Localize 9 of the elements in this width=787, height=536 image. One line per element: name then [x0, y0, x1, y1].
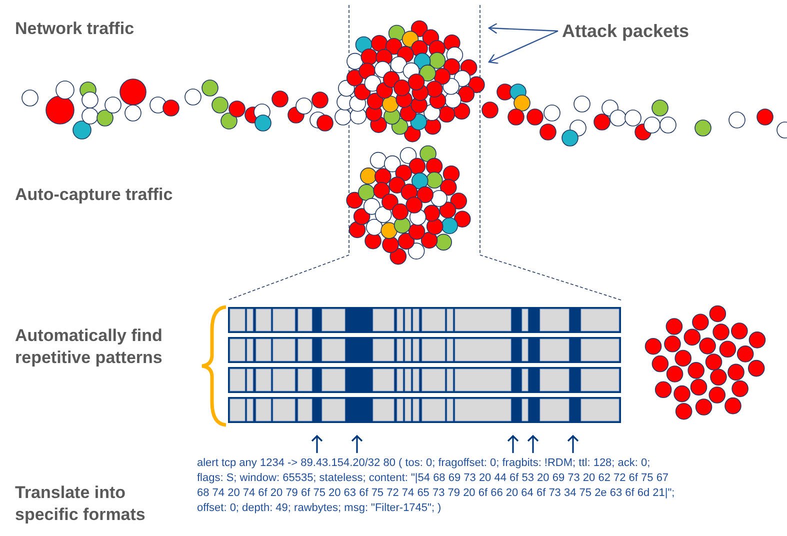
step-label: Automatically find repetitive patterns: [15, 325, 164, 369]
step-label: Auto-capture traffic: [15, 184, 174, 206]
step-label: Translate into specific formats: [15, 482, 146, 526]
leader-arrow: [488, 30, 558, 64]
packet-cluster-drawing: [338, 20, 485, 142]
rule-text: alert tcp any 1234 -> 89.43.154.20/32 80 ( tos: 0; fragoffset: 0; fragbits: !RDM; ttl: 128; ack: 0; flags: S; window: 65535; stateless; content: "|54 68 69 73 20 44 6f 53 20 69 73 20 62 72 6f 75 67 68 74 20 74 6f 20 79 6f 75 20 63 6f 75 72 74 65 73 79 20 6f 66 20 64 6f 73 34 75 2e 63 6f 6d 21|"; offset: 0; depth: 49; rawbytes; msg: "Filter-1745"; ): [197, 456, 676, 516]
step-label: Network traffic: [15, 18, 136, 40]
callout-text: Attack packets: [562, 18, 690, 44]
leader-arrow: [488, 22, 558, 34]
